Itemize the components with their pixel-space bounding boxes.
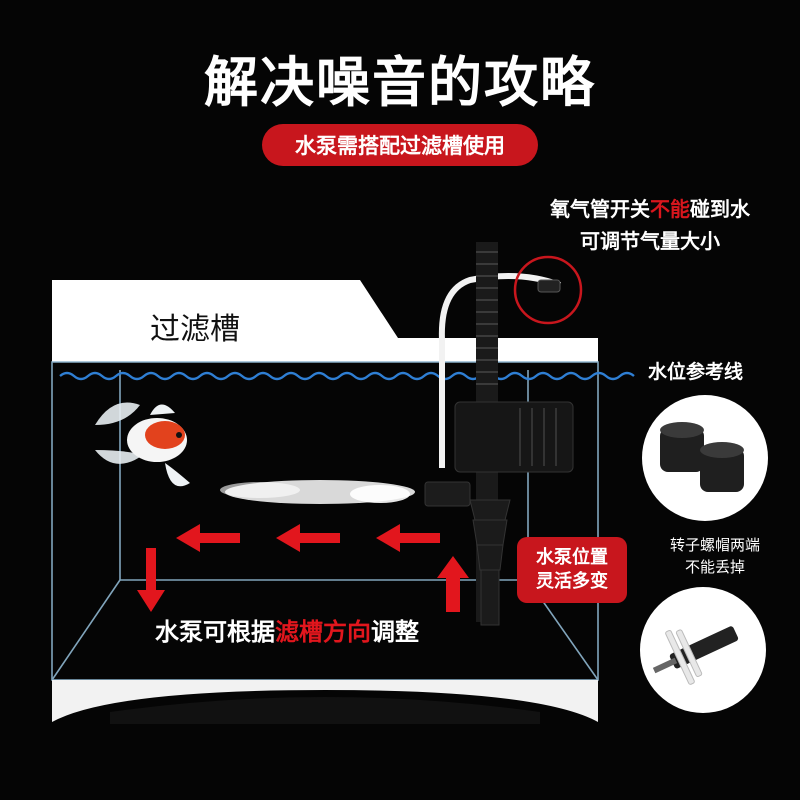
pump-position-line2: 灵活多变 — [536, 571, 608, 592]
impeller-image — [652, 626, 739, 685]
rotor-cap-line1: 转子螺帽两端 — [669, 536, 760, 554]
subtitle-pill: 水泵需搭配过滤槽使用 — [262, 124, 538, 166]
filter-tank-label: 过滤槽 — [150, 312, 240, 347]
oxygen-valve — [537, 279, 561, 293]
flow-arrow-up — [437, 556, 469, 612]
water-level-label: 水位参考线 — [648, 361, 744, 383]
water-level-line — [59, 371, 635, 381]
oxygen-note: 氧气管开关不能碰到水 可调节气量大小 — [505, 193, 795, 257]
adjust-caption-highlight: 滤槽方向 — [275, 618, 371, 646]
oxygen-tube — [438, 273, 562, 468]
bubble-stream — [220, 480, 415, 504]
pump-position-line1: 水泵位置 — [536, 547, 608, 568]
goldfish — [95, 402, 190, 487]
pump-position-badge: 水泵位置 灵活多变 — [517, 537, 627, 603]
rotor-cap-note: 转子螺帽两端 不能丢掉 — [640, 534, 790, 578]
valve-callout-circle — [513, 255, 583, 325]
tank-base — [52, 680, 598, 722]
flow-arrow-down — [137, 548, 165, 612]
rotor-caps-image — [660, 422, 744, 492]
oxygen-note-line1: 氧气管开关不能碰到水 — [505, 193, 795, 225]
page-title: 解决噪音的攻略 — [204, 51, 596, 114]
rotor-cap-line2: 不能丢掉 — [684, 558, 745, 576]
oxygen-note-line2: 可调节气量大小 — [580, 229, 720, 253]
tank-lid-panel — [52, 280, 598, 362]
adjust-caption-part2: 调整 — [371, 618, 419, 646]
pump-body — [424, 401, 574, 626]
oxygen-note-part2: 碰到水 — [690, 197, 750, 221]
oxygen-note-part1: 氧气管开关 — [550, 197, 650, 221]
flow-arrows-left — [176, 524, 440, 552]
oxygen-note-highlight: 不能 — [650, 197, 690, 221]
tank-base-shadow — [110, 697, 540, 724]
adjust-caption-part1: 水泵可根据 — [155, 618, 275, 646]
adjust-caption: 水泵可根据滤槽方向调整 — [155, 612, 419, 647]
